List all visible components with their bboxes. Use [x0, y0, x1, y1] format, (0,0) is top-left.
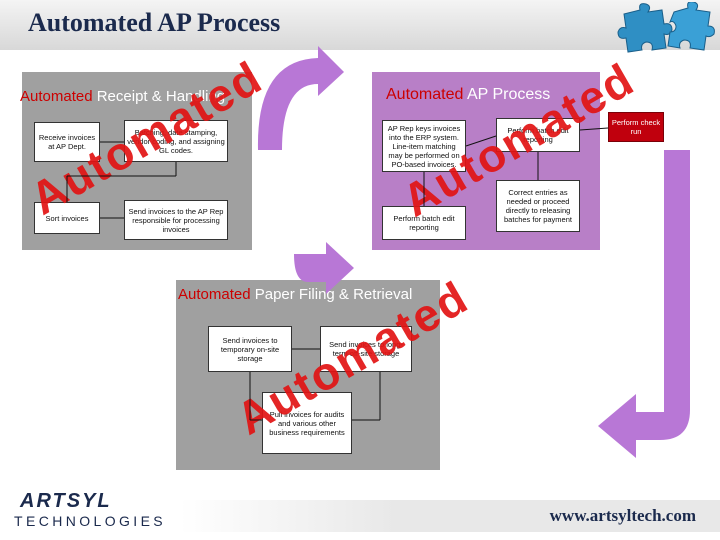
pull-invoices-box: Pull invoices for audits and various oth…	[262, 392, 352, 454]
footer-band	[180, 500, 720, 532]
title-band	[0, 0, 720, 50]
u-turn-arrow-icon	[257, 46, 344, 150]
filing-title-rest: Paper Filing & Retrieval	[254, 286, 413, 303]
process-title-rest: AP Process	[466, 86, 551, 103]
ap-process-title: Automated AP Process	[386, 86, 550, 104]
u-turn-arrow-icon	[294, 242, 354, 294]
long-term-storage-box: Send invoices to long-term off-site stor…	[320, 326, 412, 372]
slide-title: Automated AP Process	[28, 8, 281, 37]
receipt-title-rest: Receipt & Handling	[96, 88, 226, 105]
batch-edit-bottom-box: Perform batch edit reporting	[382, 206, 466, 240]
puzzle-piece-icon	[617, 2, 715, 53]
perform-check-run-box: Perform check run	[608, 112, 664, 142]
receipt-title-accent: Automated	[20, 88, 93, 105]
correct-entries-box: Correct entries as needed or proceed dir…	[496, 180, 580, 232]
temp-storage-box: Send invoices to temporary on-site stora…	[208, 326, 292, 372]
batching-box: Batching, date stamping, vendor coding, …	[124, 120, 228, 162]
receive-invoices-box: Receive invoices at AP Dept.	[34, 122, 100, 162]
ap-rep-keys-box: AP Rep keys invoices into the ERP system…	[382, 120, 466, 172]
website-url: www.artsyltech.com	[549, 506, 696, 525]
filing-title-accent: Automated	[178, 286, 251, 303]
batch-edit-top-box: Perform batch edit reporting	[496, 118, 580, 152]
send-to-ap-rep-box: Send invoices to the AP Rep responsible …	[124, 200, 228, 240]
downward-arrow-icon	[598, 150, 690, 458]
process-title-accent: Automated	[386, 86, 464, 103]
paper-filing-title: Automated Paper Filing & Retrieval	[178, 286, 412, 303]
sort-invoices-box: Sort invoices	[34, 202, 100, 234]
brand-subtitle: TECHNOLOGIES	[14, 513, 167, 529]
receipt-handling-title: Automated Receipt & Handling	[20, 88, 225, 105]
brand-name: ARTSYL	[20, 490, 112, 512]
